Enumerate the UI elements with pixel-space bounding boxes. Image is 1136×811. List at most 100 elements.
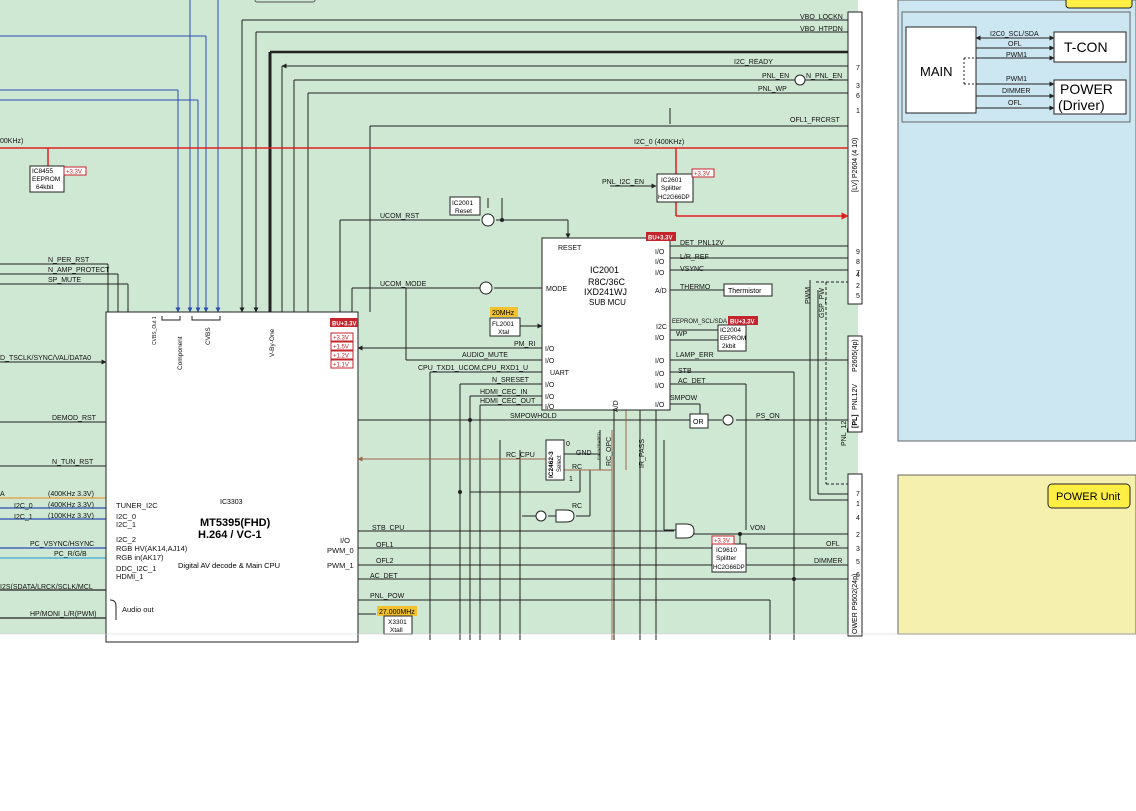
x3301-label: Xtall (390, 627, 403, 634)
signal-label: HDMI_CEC_IN (480, 389, 527, 396)
ic2001-pin: MODE (546, 286, 567, 293)
signal-label: 00KHz) (0, 138, 23, 145)
ic3303-pin: DDC_I2C_1 (116, 564, 156, 573)
ic2004-ref: IC2004 (720, 327, 741, 334)
ic2001-name: R8C/36C (588, 277, 626, 287)
signal-label: UCOM_MODE (380, 281, 427, 288)
pin-num: 6 (856, 572, 860, 579)
ic8455-size: 64kbit (36, 184, 54, 191)
signal-label: PC_VSYNC/HSYNC (30, 541, 94, 548)
signal-label: I2C_0 (400KHz) (634, 139, 684, 146)
signal-label: RC_OPC (606, 437, 613, 466)
signal-label: IR_PASS (639, 439, 646, 468)
signal-label: DEMOD_RST (52, 415, 97, 422)
pin-num: 3 (856, 83, 860, 90)
ic2001-pin: UART (550, 370, 570, 377)
signal-label: (100KHz 3.3V) (48, 513, 94, 520)
pin-num: 4 (856, 515, 860, 522)
signal-label: SMPOW (670, 395, 698, 402)
ic9610-type: Splitter (716, 555, 737, 562)
ic8455-rail: +3.3V (66, 170, 82, 176)
ic2001-ref: IC2001 (590, 265, 619, 275)
ic3303-rail: +1.2V (333, 354, 349, 360)
legend-power-box (1053, 79, 1127, 115)
ic2001-pin: RESET (558, 245, 582, 252)
signal-label: (400KHz 3.3V) (48, 502, 94, 509)
fl2001-box (489, 317, 521, 337)
ic3303-top-pin: CVBS_Out 1 (152, 316, 158, 345)
pin-num: 2 (856, 532, 860, 539)
signal-label: L/R_REF (680, 254, 709, 261)
ic3303-rail: +3.3V (333, 336, 349, 342)
legend-signal: DIMMER (1002, 88, 1030, 95)
connector-lvp2604-label: [LV] P2604 (4 10) (852, 138, 859, 192)
signal-label: RC (572, 503, 582, 510)
ic2462-pin0: 0 (566, 441, 570, 448)
reset-ic-label: Reset (455, 208, 472, 215)
ic3303-rail: +1.5V (333, 345, 349, 351)
x3301-freq: 27.000MHz (379, 609, 415, 616)
signal-label: VSYNC (680, 266, 704, 273)
signal-label: PNL_12 (841, 421, 848, 446)
signal-label: PNL_POW (370, 593, 405, 600)
connector-lvp2604 (847, 11, 863, 305)
signal-label: UCOM_RST (380, 213, 420, 220)
transistor-icon (535, 510, 547, 522)
fl2001-freq-badge (490, 307, 518, 317)
and-gate-icon (555, 509, 575, 523)
ic2004-rail: BU+3.3V (730, 320, 755, 326)
ic2601-type: Splitter (661, 185, 682, 192)
pin-num: 5 (856, 559, 860, 566)
ic3303-rail: BU+3.3V (332, 322, 357, 328)
legend-power-driver: (Driver) (1058, 97, 1105, 113)
signal-label: N_AMP_PROTECT (48, 267, 110, 274)
x3301-ref: X3301 (388, 619, 407, 626)
ic2001-pin: I/O (655, 402, 665, 409)
signal-label: I2C_1 (14, 514, 33, 521)
ic3303-pin: RGB in(AK17) (116, 553, 164, 562)
signal-label: DET_PNL12V (680, 240, 724, 247)
legend-signal: OFL (1008, 100, 1022, 107)
ic2001-pin: A/D (613, 400, 620, 412)
signal-label: N_PER_RST (48, 257, 90, 264)
signal-label: GSP_PW (819, 288, 826, 318)
signal-label: RC (572, 464, 582, 471)
pin-num: 6 (856, 93, 860, 100)
fl2001-ref: FL2001 (492, 321, 514, 328)
signal-label: SMPOWHOLD (510, 413, 557, 420)
ic2001-desc: SUB MCU (589, 298, 626, 307)
fl2001-freq: 20MHz (492, 310, 515, 317)
ic2001-pin: I/O (655, 371, 665, 378)
ic3303-codec: H.264 / VC-1 (198, 529, 262, 541)
ic2001-pin: I/O (545, 404, 555, 411)
signal-label: WP (676, 331, 688, 338)
ic3303-rail-badge (330, 318, 358, 327)
signal-label: AC_DET (678, 378, 706, 385)
signal-label: PWM (805, 287, 812, 304)
connector-p2605-label: P2605(4p) (852, 339, 859, 372)
ic3303-pin: HDMI_1 (116, 572, 144, 581)
ic2001-pin: I/O (545, 394, 555, 401)
ic9610-part: HC2G66DP (713, 565, 745, 571)
signal-label: DIMMER (814, 558, 842, 565)
transistor-icon (722, 414, 734, 426)
ic9610-box (711, 543, 747, 573)
pin-num: 8 (856, 259, 860, 266)
ic2001-pin: I/O (655, 358, 665, 365)
legend-signal: I2C0_SCL/SDA (990, 31, 1039, 38)
ic3303-top-pin: Component (177, 336, 184, 370)
signal-label: PNL_EN (762, 73, 789, 80)
pin-num: 7 (856, 491, 860, 498)
ic2001-pin: I/O (655, 259, 665, 266)
ic2001-pin: A/D (655, 288, 667, 295)
ic2601-rail: +3.3V (694, 172, 710, 178)
signal-label: PNL_I2C_EN (602, 179, 644, 186)
ic2001-pin: I/O (545, 382, 555, 389)
signal-label: CPU_TXD1_UCOM,CPU_RXD1_U (418, 365, 528, 372)
ic2001-part: IXD241WJ (584, 287, 627, 297)
ic2004-type: EEPROM (720, 336, 746, 342)
reset-ic-box (449, 196, 481, 216)
pin-num: 1 (856, 501, 860, 508)
signal-label: OFL2 (376, 558, 394, 565)
connector-p9602-label: OWER P9602(24p) (852, 574, 859, 634)
